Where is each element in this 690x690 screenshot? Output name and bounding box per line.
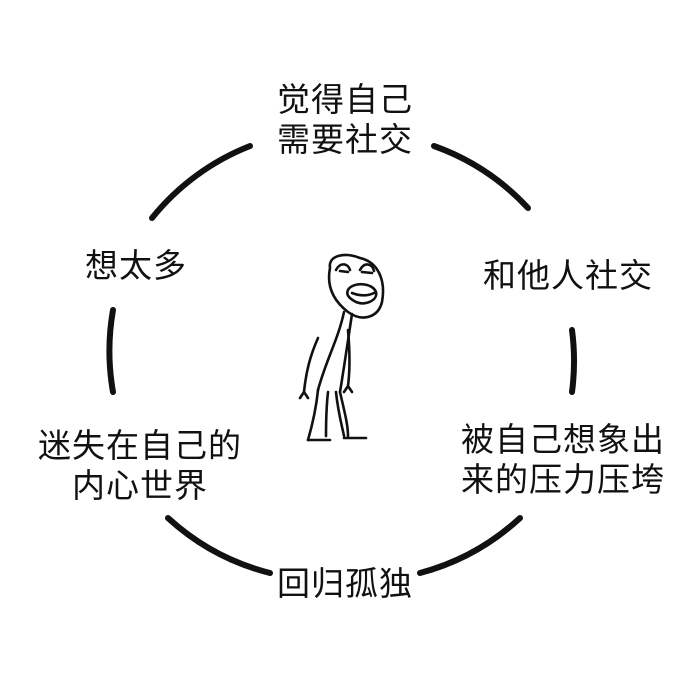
step-overthinking: 想太多	[70, 246, 202, 286]
step-need-social: 觉得自己 需要社交	[250, 80, 440, 160]
step-return-line-1: 回归孤独	[277, 564, 413, 603]
cycle-arc-bottom-right	[417, 515, 523, 576]
step-crushed-line-1: 被自己想象出	[461, 420, 665, 459]
step-overthinking-line-1: 想太多	[85, 246, 187, 285]
stick-figure-icon	[298, 253, 385, 442]
step-socialize: 和他人社交	[468, 256, 668, 296]
cycle-arc-top-right	[431, 143, 531, 211]
step-lost-line-2: 内心世界	[72, 466, 208, 505]
cycle-arc-top-left	[149, 143, 253, 221]
step-crushed-line-2: 来的压力压垮	[461, 460, 665, 499]
step-crushed-by-pressure: 被自己想象出 来的压力压垮	[448, 420, 678, 500]
step-need-social-line-2: 需要社交	[277, 120, 413, 159]
step-lost-line-1: 迷失在自己的	[38, 426, 242, 465]
step-socialize-line-1: 和他人社交	[483, 256, 653, 295]
cycle-arc-right	[569, 327, 577, 395]
step-return-to-solitude: 回归孤独	[262, 564, 428, 604]
step-need-social-line-1: 觉得自己	[277, 80, 413, 119]
cycle-arc-bottom-left	[165, 515, 273, 576]
step-lost-in-inner-world: 迷失在自己的 内心世界	[22, 426, 258, 506]
cycle-arc-left	[106, 307, 116, 395]
